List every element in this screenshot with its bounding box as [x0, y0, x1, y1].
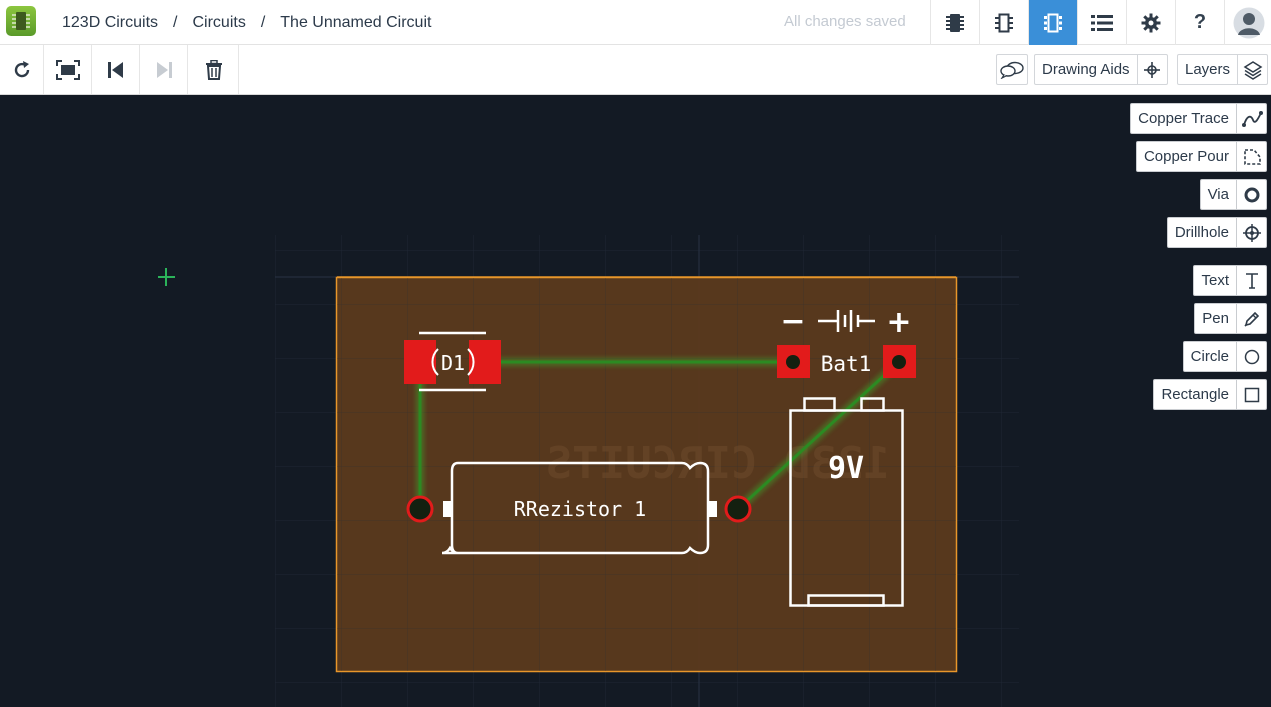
step-back-icon — [107, 61, 123, 78]
copper-trace-label: Copper Trace — [1138, 110, 1229, 127]
pcb-drawing: 123D CIRCUITS D1 — [158, 235, 1019, 707]
edit-toolbar: Drawing Aids Layers — [0, 45, 1271, 95]
step-forward-icon — [156, 61, 172, 78]
user-avatar — [1233, 7, 1265, 38]
drillhole-icon — [1236, 218, 1266, 247]
diode-label: D1 — [441, 351, 465, 375]
copper-traces[interactable] — [415, 357, 904, 514]
copper-trace-icon — [1236, 104, 1266, 133]
resistor-r1[interactable]: RRezistor 1 — [406, 461, 752, 555]
copper-pour-label: Copper Pour — [1143, 148, 1229, 165]
layers-label: Layers — [1185, 61, 1231, 78]
speech-bubbles-icon — [1000, 61, 1024, 79]
fit-to-screen-icon — [55, 59, 80, 80]
battery-bat1[interactable]: Bat1 − + 9V — [777, 304, 916, 607]
delete-button[interactable] — [189, 45, 239, 94]
drillhole-tool[interactable]: Drillhole — [1166, 217, 1267, 248]
fit-to-screen-button[interactable] — [44, 45, 92, 94]
rectangle-tool[interactable]: Rectangle — [1153, 379, 1267, 410]
pcb-view-button[interactable] — [1028, 0, 1077, 45]
breadcrumb-home-link[interactable]: 123D Circuits — [62, 13, 159, 31]
resistor-label: RRezistor 1 — [514, 497, 646, 521]
via-icon — [1236, 180, 1266, 209]
settings-gear-icon — [1141, 13, 1161, 32]
rectangle-tool-label: Rectangle — [1161, 386, 1229, 403]
drawing-aids-button[interactable]: Drawing Aids — [1034, 54, 1168, 85]
circle-tool-label: Circle — [1190, 348, 1229, 365]
drillhole-label: Drillhole — [1174, 224, 1229, 241]
breadcrumb: 123D Circuits / Circuits / The Unnamed C… — [62, 0, 431, 45]
settings-button[interactable] — [1126, 0, 1175, 45]
copper-trace-tool[interactable]: Copper Trace — [1130, 103, 1267, 134]
breadboard-view-button[interactable] — [930, 0, 979, 45]
step-forward-button[interactable] — [140, 45, 188, 94]
rotate-button[interactable] — [0, 45, 44, 94]
pcb-view-icon — [1044, 13, 1062, 32]
circuit-title[interactable]: The Unnamed Circuit — [280, 13, 432, 31]
rotate-icon — [14, 60, 29, 77]
pen-tool[interactable]: Pen — [1194, 303, 1267, 334]
via-tool[interactable]: Via — [1199, 179, 1267, 210]
view-switcher: ? — [930, 0, 1271, 45]
help-icon: ? — [1193, 11, 1207, 33]
app-chip-logo[interactable] — [6, 6, 36, 36]
battery-plus-label: + — [886, 305, 911, 340]
user-avatar-button[interactable] — [1224, 0, 1271, 45]
breadboard-view-icon — [946, 13, 964, 32]
components-list-icon — [1091, 14, 1113, 31]
text-tool[interactable]: Text — [1193, 265, 1267, 296]
components-list-button[interactable] — [1077, 0, 1126, 45]
text-tool-label: Text — [1201, 272, 1229, 289]
copper-pour-tool[interactable]: Copper Pour — [1135, 141, 1267, 172]
comments-button[interactable] — [996, 54, 1028, 85]
battery-minus-label: − — [780, 304, 805, 339]
breadcrumb-circuits-link[interactable]: Circuits — [192, 13, 246, 31]
diode-d1[interactable]: D1 — [404, 331, 501, 392]
schematic-view-icon — [995, 13, 1013, 32]
via-label: Via — [1207, 186, 1229, 203]
battery-symbol — [818, 310, 875, 332]
crosshair-icon — [1136, 55, 1167, 84]
pen-icon — [1236, 304, 1266, 333]
circle-icon — [1236, 342, 1266, 371]
top-bar: 123D Circuits / Circuits / The Unnamed C… — [0, 0, 1271, 45]
circle-tool[interactable]: Circle — [1182, 341, 1267, 372]
copper-pour-icon — [1236, 142, 1266, 171]
battery-label: Bat1 — [821, 352, 872, 376]
rectangle-icon — [1236, 380, 1266, 409]
help-button[interactable]: ? — [1175, 0, 1224, 45]
origin-marker — [158, 268, 175, 286]
step-back-button[interactable] — [92, 45, 140, 94]
breadcrumb-separator: / — [173, 13, 178, 31]
chip-icon — [12, 12, 30, 30]
battery-voltage-label: 9V — [828, 451, 864, 486]
pen-tool-label: Pen — [1202, 310, 1229, 327]
layers-button[interactable]: Layers — [1177, 54, 1269, 85]
pcb-canvas[interactable]: 123D CIRCUITS D1 — [0, 95, 1271, 707]
save-status: All changes saved — [784, 13, 906, 30]
layers-stack-icon — [1237, 55, 1267, 84]
breadcrumb-separator: / — [260, 13, 266, 31]
schematic-view-button[interactable] — [979, 0, 1028, 45]
drawing-aids-label: Drawing Aids — [1042, 61, 1130, 78]
text-tool-icon — [1236, 266, 1266, 295]
delete-icon — [205, 59, 222, 80]
